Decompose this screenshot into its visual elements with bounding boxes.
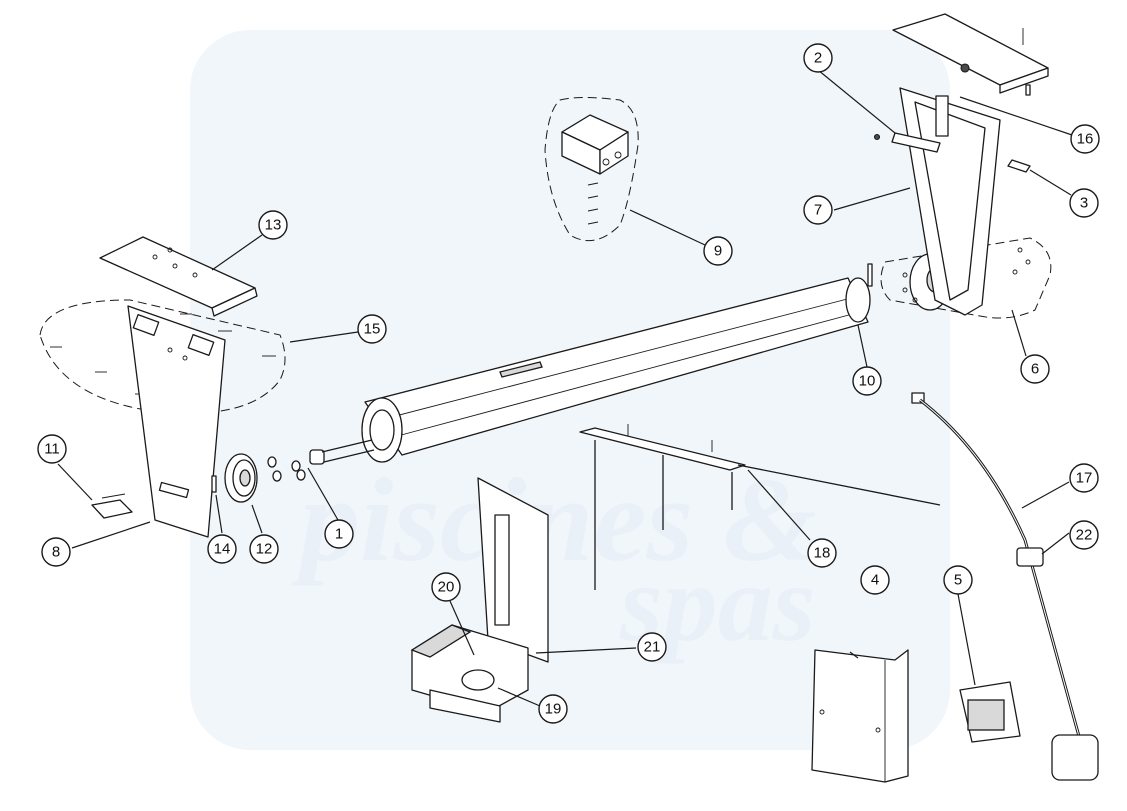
part-9-junction-box [561,114,629,225]
svg-text:18: 18 [814,545,831,562]
svg-text:19: 19 [545,701,562,718]
callout-9: 9 [703,236,733,266]
callout-15: 15 [357,314,387,344]
callout-18: 18 [807,538,837,568]
callout-14: 14 [207,534,237,564]
part-17-cable-sensor [911,392,1099,781]
part-2-clip [891,132,941,153]
callout-3: 3 [1069,188,1099,218]
svg-text:22: 22 [1076,527,1093,544]
part-1-bushing-washers [267,449,325,482]
part-14-key [211,475,217,493]
callout-4: 4 [860,565,890,595]
svg-text:12: 12 [256,541,273,558]
callout-10: 10 [852,366,882,396]
svg-text:15: 15 [364,321,381,338]
callout-2: 2 [803,43,833,73]
callout-12: 12 [249,534,279,564]
svg-text:6: 6 [1031,361,1039,378]
svg-text:11: 11 [44,441,60,458]
part-3-latch [1007,159,1031,173]
svg-text:8: 8 [52,544,60,561]
leader-lines [57,69,1073,707]
callout-13: 13 [258,210,288,240]
callout-8: 8 [41,537,71,567]
callout-6: 6 [1020,354,1050,384]
part-18-rod-rack [579,424,941,590]
part-5-keypad [959,681,1021,743]
callout-11: 11 [37,434,67,464]
part-13-top-plate-left [99,236,258,317]
callout-7: 7 [803,195,833,225]
callout-5: 5 [943,565,973,595]
part-12-bearing [224,453,258,503]
svg-text:1: 1 [335,526,343,543]
svg-text:16: 16 [1077,131,1094,148]
callout-17: 17 [1069,463,1099,493]
callouts: 1 2 3 4 5 6 7 8 9 10 11 12 13 14 15 16 1… [37,43,1100,724]
svg-text:10: 10 [859,373,876,390]
svg-text:13: 13 [265,217,282,234]
part-22-cable-clamp [1016,547,1044,567]
part-9-dashed-box [544,97,639,242]
part-6-dashed-plate [880,237,1052,319]
part-19-motor-assembly [410,477,549,723]
part-15-dashed-plate [39,299,286,414]
svg-text:17: 17 [1076,470,1093,487]
svg-text:21: 21 [644,639,661,656]
callout-19: 19 [538,694,568,724]
callout-16: 16 [1070,124,1100,154]
watermark-line1: piscines & [291,453,817,586]
svg-text:7: 7 [814,202,822,219]
svg-text:5: 5 [954,572,962,589]
part-16-top-plate-right [892,13,1049,96]
part-11-clip [91,493,133,519]
part-2-screw [873,133,881,141]
callout-20: 20 [431,572,461,602]
part-10-roller-tube [321,263,873,463]
callout-21: 21 [637,632,667,662]
svg-text:20: 20 [438,579,455,596]
callout-22: 22 [1069,520,1099,550]
callout-1: 1 [324,519,354,549]
svg-text:3: 3 [1080,195,1088,212]
svg-text:2: 2 [814,50,822,67]
svg-text:4: 4 [871,572,879,589]
part-4-control-box [811,649,909,783]
svg-text:14: 14 [214,541,231,558]
part-8-left-support [127,305,226,538]
svg-text:9: 9 [714,243,722,260]
